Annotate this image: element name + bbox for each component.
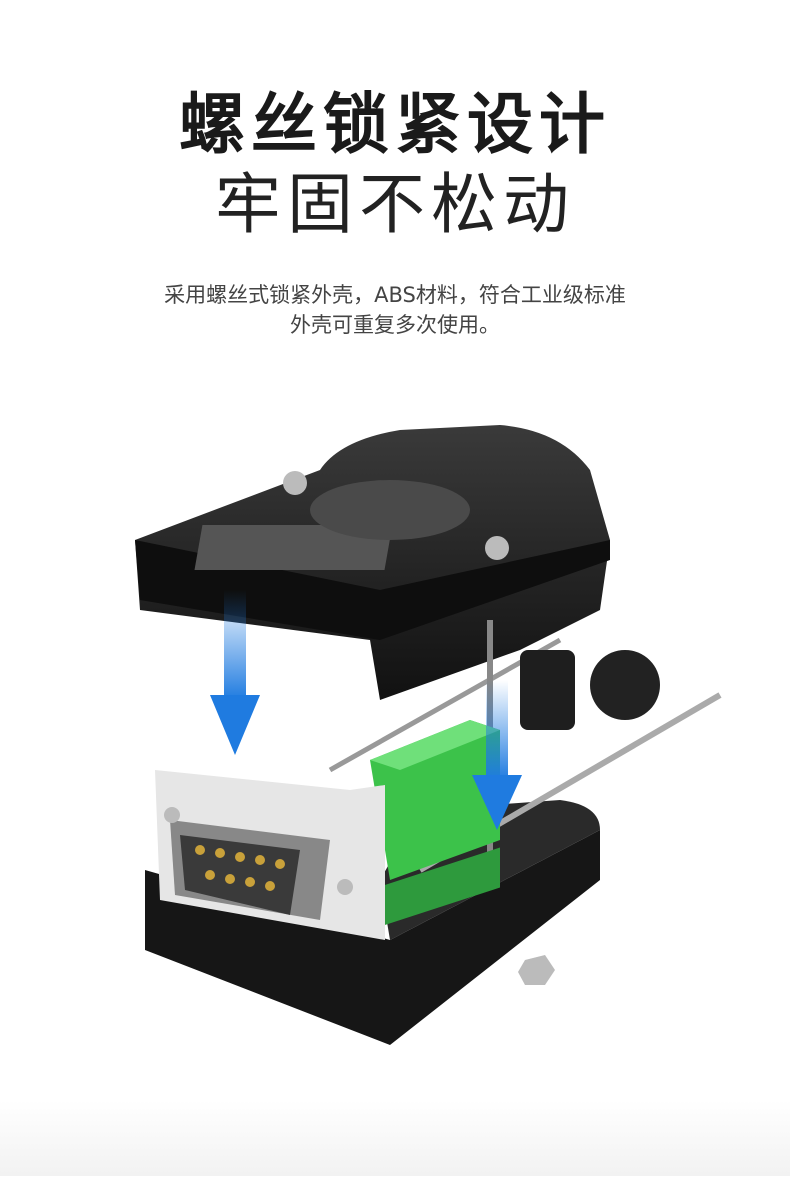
headline-line2: 牢固不松动 (215, 166, 575, 243)
background-gradient (0, 1100, 790, 1176)
db9-connector (155, 770, 385, 940)
description-line1: 采用螺丝式锁紧外壳，ABS材料，符合工业级标准 (164, 283, 626, 307)
cable-clamp (520, 650, 575, 730)
screw-icon (283, 471, 307, 495)
gold-pins (195, 845, 285, 891)
product-image-db9-connector (135, 425, 722, 1045)
green-terminal-block (370, 720, 500, 927)
description-line2: 外壳可重复多次使用。 (290, 313, 500, 337)
down-arrow-left (210, 590, 260, 755)
hex-nut (518, 955, 555, 985)
screw-icon (485, 536, 509, 560)
down-arrow-right (472, 680, 522, 830)
headline-line1: 螺丝锁紧设计 (179, 86, 611, 163)
